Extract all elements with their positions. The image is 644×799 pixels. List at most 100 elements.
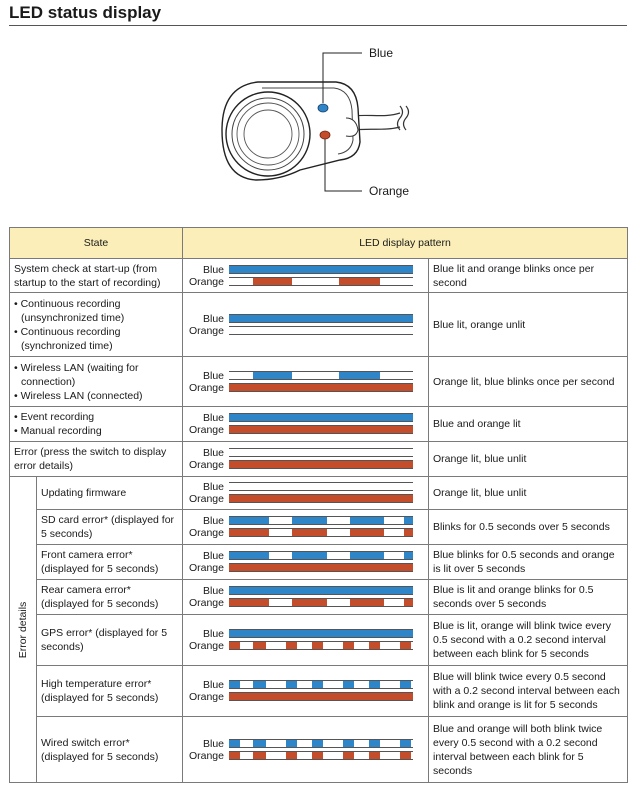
state-cell: Error (press the switch to display error… (9, 441, 183, 477)
blue-on-segment (403, 552, 413, 559)
error-details-group: Error details (9, 476, 37, 783)
state-line: • Wireless LAN (connected) (14, 389, 143, 402)
orange-label: Orange (188, 640, 224, 652)
orange-on-segment (229, 461, 413, 468)
table-row: • Event recording • Manual recording Blu… (9, 406, 629, 442)
blue-label: Blue (202, 585, 224, 597)
blue-led-track (229, 370, 413, 380)
blue-on-segment (350, 517, 384, 524)
blue-on-segment (368, 681, 380, 688)
blue-on-segment (403, 517, 413, 524)
state-cell: Rear camera error* (displayed for 5 seco… (36, 579, 183, 615)
orange-on-segment (229, 751, 241, 759)
blue-on-segment (350, 552, 384, 559)
orange-label: Orange (188, 324, 224, 337)
blue-led-track (229, 586, 413, 595)
blue-label: Blue (202, 263, 224, 276)
description-cell: Blue blinks for 0.5 seconds and orange i… (427, 544, 629, 580)
orange-on-segment (286, 642, 298, 649)
table-row: • Wireless LAN (waiting for connection) … (9, 356, 629, 407)
blue-label: Blue (202, 628, 224, 640)
state-cell: Wired switch error* (displayed for 5 sec… (36, 716, 183, 783)
state-cell: Front camera error* (displayed for 5 sec… (36, 544, 183, 580)
state-line: • Continuous recording (synchronized tim… (14, 325, 121, 352)
blue-label: Blue (202, 447, 224, 459)
blue-led-track (229, 516, 413, 525)
state-line: • Wireless LAN (waiting for connection) (14, 361, 139, 388)
blue-label: Blue (202, 515, 224, 527)
description-cell: Orange lit, blue blinks once per second (427, 356, 629, 407)
orange-on-segment (229, 529, 270, 536)
orange-on-segment (311, 642, 323, 649)
blue-on-segment (311, 681, 323, 688)
orange-on-segment (252, 642, 266, 649)
blue-on-segment (229, 681, 241, 688)
blue-led-icon (317, 103, 329, 113)
orange-on-segment (343, 751, 355, 759)
orange-label: Orange (188, 424, 224, 436)
description-cell: Orange lit, blue unlit (427, 476, 629, 510)
table-row: High temperature error* (displayed for 5… (10, 665, 629, 717)
orange-on-segment (350, 599, 384, 606)
orange-on-segment (252, 751, 266, 759)
description-cell: Blue is lit, orange will blink twice eve… (427, 614, 629, 666)
orange-on-segment (368, 751, 380, 759)
orange-on-segment (343, 642, 355, 649)
state-cell: GPS error* (displayed for 5 seconds) (36, 614, 183, 666)
blue-on-segment (229, 630, 413, 637)
table-header-row: State LED display pattern (9, 227, 629, 259)
blue-led-track (229, 448, 413, 457)
table-row: Rear camera error* (displayed for 5 seco… (10, 579, 629, 615)
orange-on-segment (286, 751, 298, 759)
blue-on-segment (368, 739, 380, 747)
title-divider (9, 25, 627, 26)
description-cell: Blue and orange will both blink twice ev… (427, 716, 629, 783)
blue-label: Blue (202, 481, 224, 493)
orange-led-track (229, 528, 413, 537)
orange-on-segment (229, 564, 413, 571)
orange-on-segment (229, 693, 413, 700)
orange-label: Orange (188, 275, 224, 288)
blue-label: Blue (202, 412, 224, 424)
description-cell: Blinks for 0.5 seconds over 5 seconds (427, 509, 629, 545)
blue-on-segment (291, 517, 327, 524)
error-details-label: Error details (17, 601, 29, 658)
orange-led-track (229, 460, 413, 469)
blue-led-track (229, 413, 413, 422)
orange-label: Orange (188, 597, 224, 609)
table-row: Wired switch error* (displayed for 5 sec… (10, 716, 629, 783)
orange-on-segment (229, 426, 413, 433)
blue-on-segment (343, 739, 355, 747)
state-line: • Manual recording (14, 425, 102, 437)
state-header: State (9, 227, 183, 259)
blue-label: Blue (202, 312, 224, 325)
orange-label: Orange (188, 459, 224, 471)
blue-on-segment (339, 371, 380, 379)
blue-led-track (229, 738, 413, 748)
table-row: GPS error* (displayed for 5 seconds) Blu… (10, 614, 629, 666)
blue-on-segment (400, 739, 412, 747)
state-line: • Event recording (14, 411, 95, 423)
pattern-header: LED display pattern (181, 227, 629, 259)
blue-label: Blue (202, 550, 224, 562)
blue-on-segment (229, 739, 241, 747)
orange-on-segment (291, 529, 327, 536)
orange-led-track (229, 325, 413, 335)
orange-led-track (229, 750, 413, 760)
led-status-table: State LED display pattern System check a… (9, 227, 629, 783)
orange-on-segment (403, 529, 413, 536)
orange-led-track (229, 598, 413, 607)
